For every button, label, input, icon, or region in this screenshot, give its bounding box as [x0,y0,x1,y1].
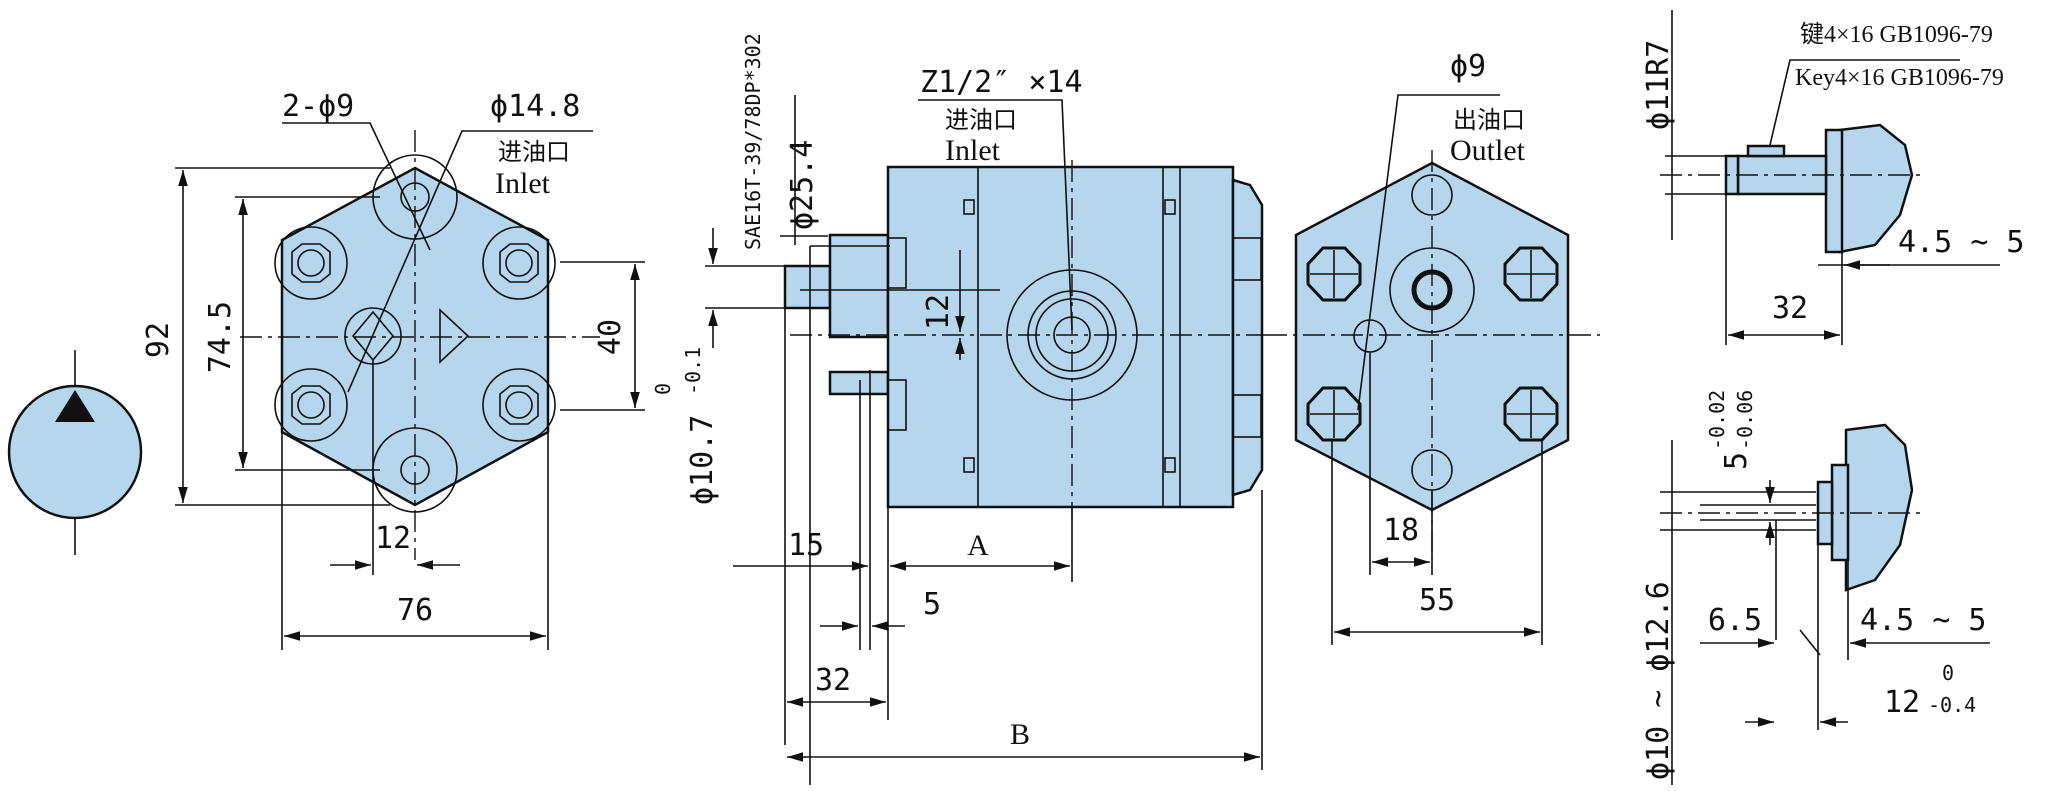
key-en-label: Key4×16 GB1096-79 [1795,65,2004,91]
side-view [705,95,1265,785]
key-width-dim: 5 [1719,452,1754,470]
dim-a: A [967,529,989,562]
dim-18: 18 [1383,513,1419,548]
inlet-cn-label: 进油口 [498,138,570,166]
thread-label: Z1/2″ ×14 [920,65,1083,100]
port-dia-label: ϕ14.8 [490,89,580,124]
side-inlet-en: Inlet [945,134,1001,167]
outlet-en-label: Outlet [1450,134,1526,167]
port-height-dim: 40 [593,319,628,355]
detail-plain-shaft [1660,423,1990,785]
shaft-tol-upper: 0 [1942,661,1954,685]
width-dim: 76 [397,593,433,628]
shaft-dim-12: 12 [1884,685,1920,720]
holes-label: 2-ϕ9 [282,89,354,124]
outlet-cn-label: 出油口 [1453,106,1525,134]
dim-15: 15 [788,528,824,563]
dim-32: 32 [815,663,851,698]
outlet-dia-label: ϕ9 [1450,49,1486,84]
key-length-dim: 32 [1772,291,1808,326]
shaft-tol-upper: 0 [651,383,675,395]
shaft-dia-label: ϕ10.7 [685,415,720,505]
front-view [175,122,645,650]
flange-spec-label: SAE16T-39/78DP*302 [741,33,765,250]
height-inner-dim: 74.5 [203,301,238,373]
height-total-dim: 92 [141,322,176,358]
dim-55: 55 [1419,583,1455,618]
detail-key-shaft [1660,10,2000,345]
dim-b: B [1010,718,1030,751]
dim-5: 5 [923,587,941,622]
radius-label: ϕ11R7 [1641,40,1676,130]
pilot-dia-label: ϕ25.4 [785,140,820,230]
key-cn-label: 键4×16 GB1096-79 [1800,21,1993,48]
key-range-dim: 4.5 ~ 5 [1898,225,2024,260]
dim-6-5: 6.5 [1708,603,1762,638]
pump-symbol [7,350,143,555]
side-inlet-cn: 进油口 [945,106,1017,134]
inlet-en-label: Inlet [495,167,551,200]
shaft-tol-lower: -0.4 [1928,693,1976,717]
center-height-dim: 12 [921,294,956,330]
key-width-tol-upper: -0.02 [1705,390,1729,450]
shaft-tol-lower: -0.1 [681,347,705,395]
key-width-tol-lower: -0.06 [1733,390,1757,450]
shaft-dia-range: ϕ10 ~ ϕ12.6 [1641,581,1676,780]
pump-arrow-icon [55,390,95,422]
shaft-range-dim: 4.5 ~ 5 [1860,603,1986,638]
port-offset-dim: 12 [375,521,411,556]
rear-view [1265,94,1600,645]
